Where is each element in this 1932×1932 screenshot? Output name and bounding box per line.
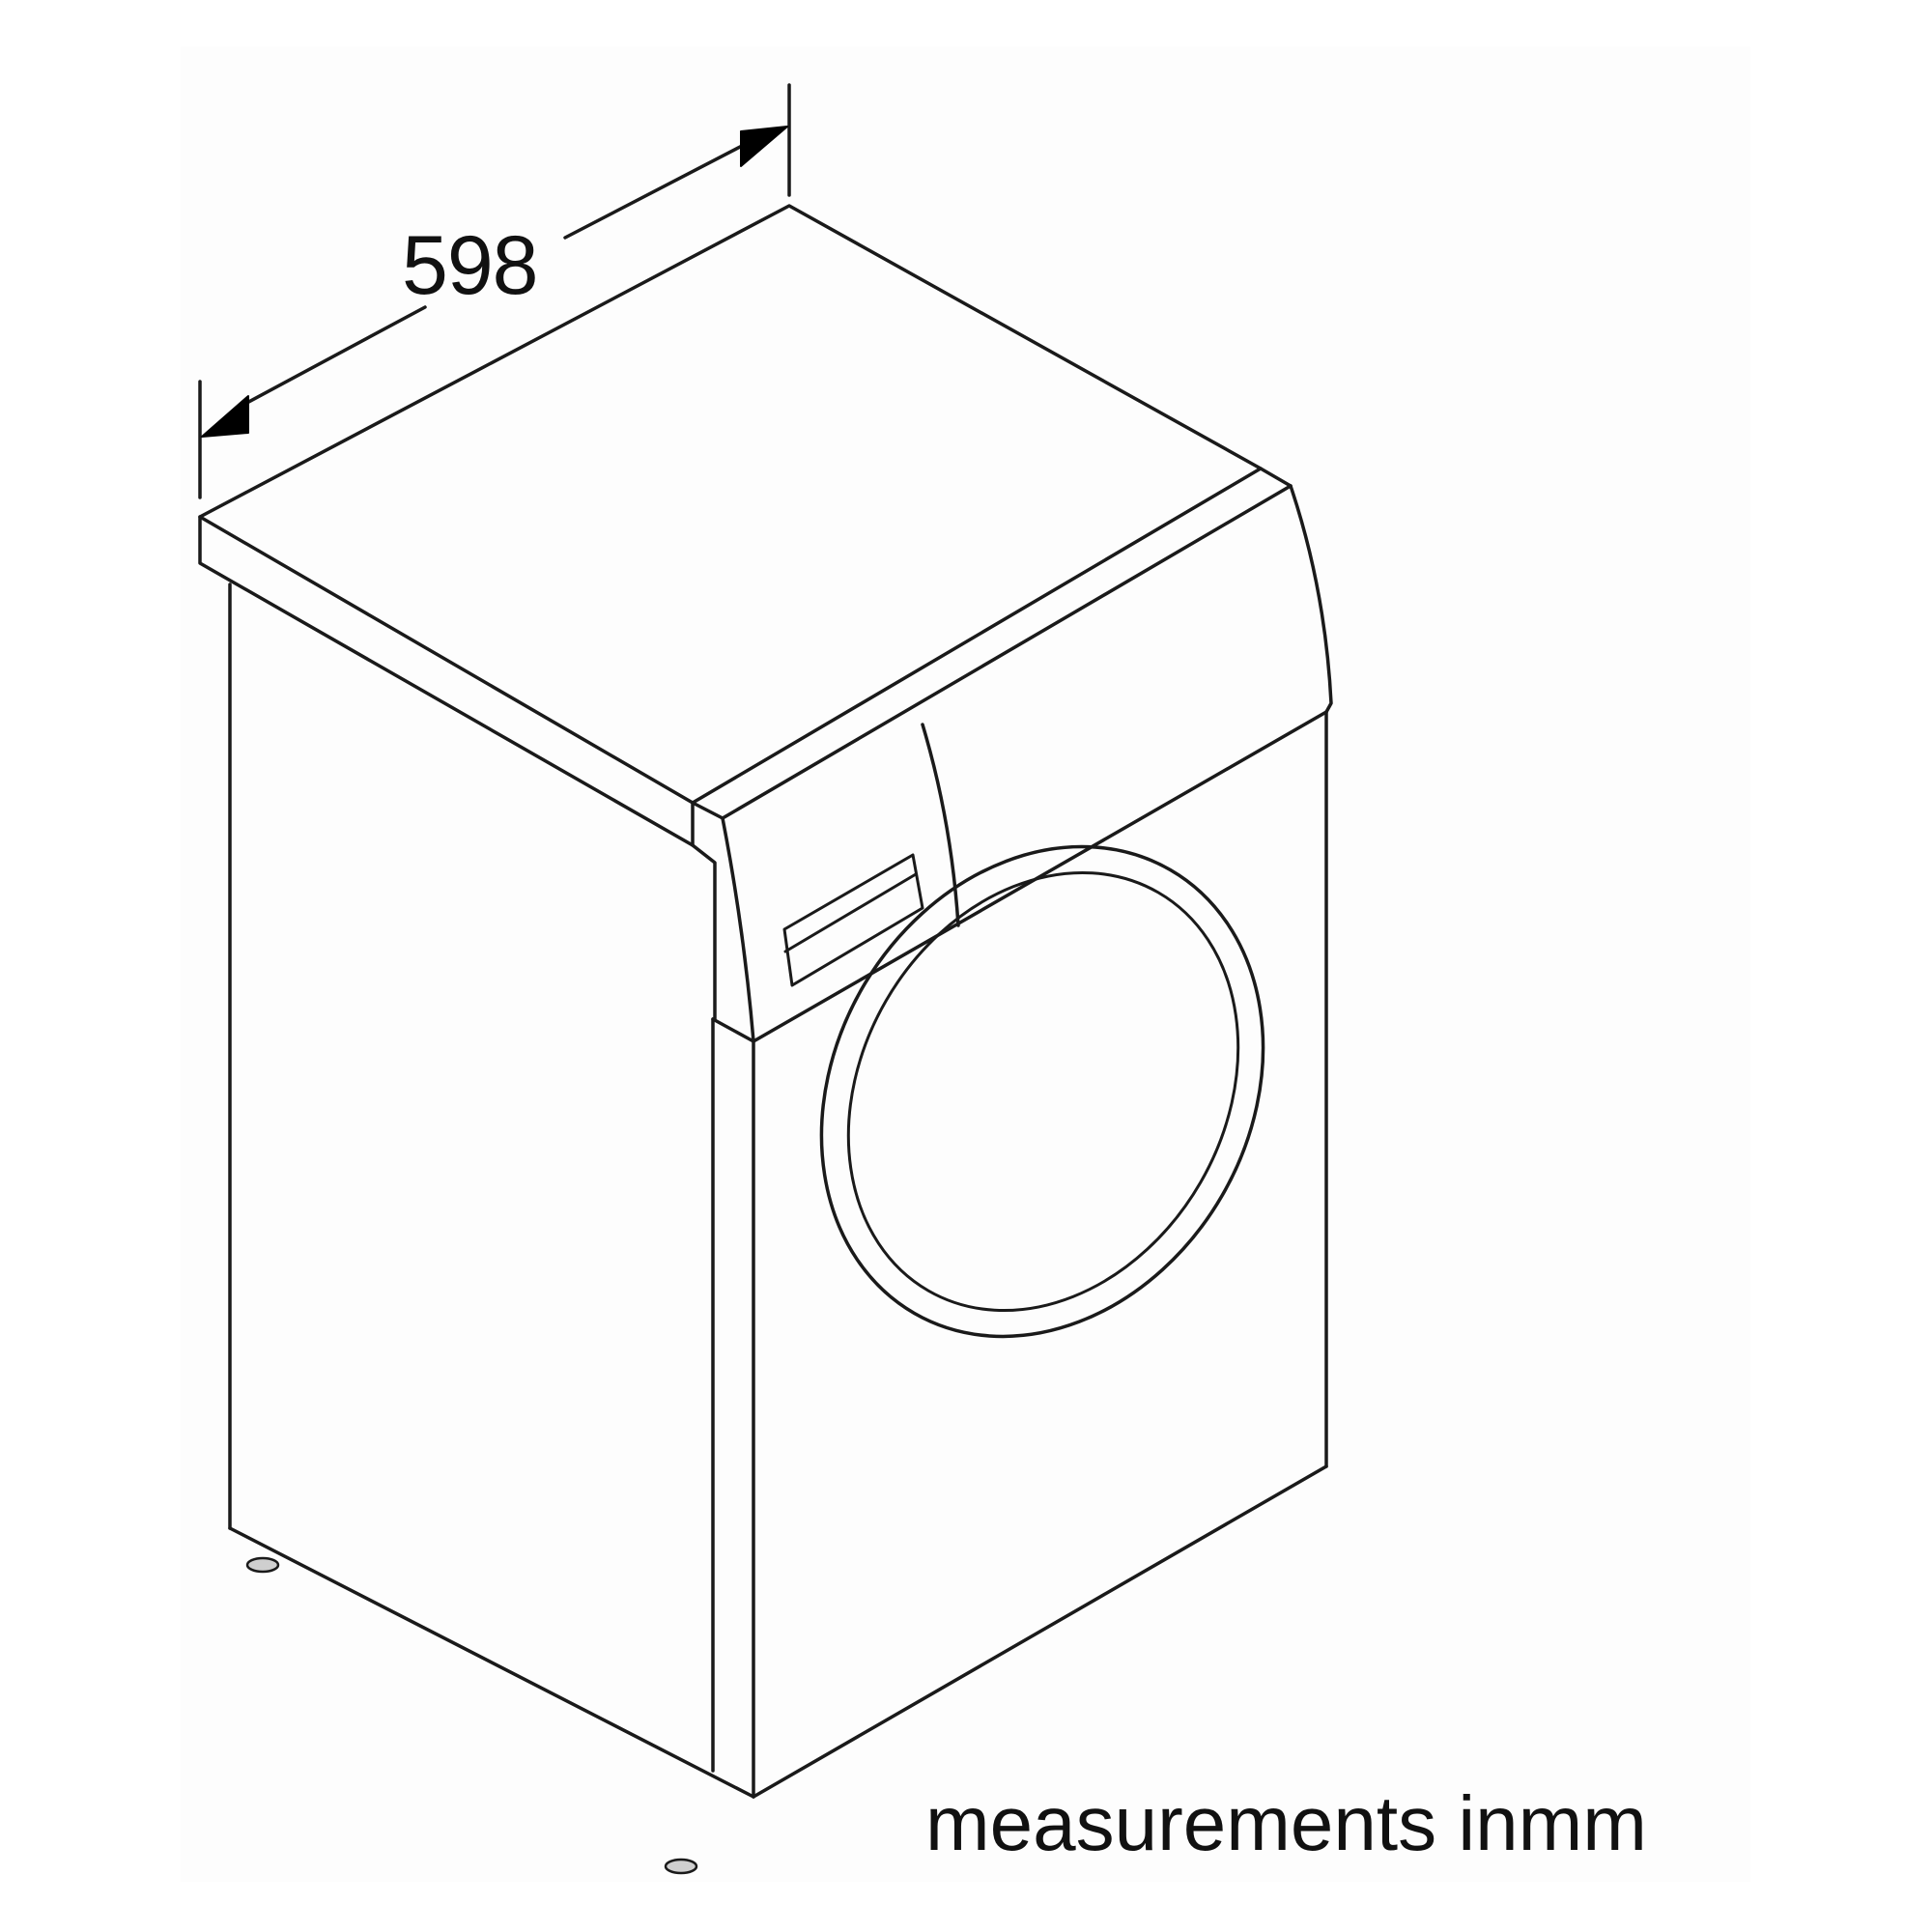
display-inner-line [783,872,918,953]
side-panel-bottom-corner [711,1017,755,1043]
side-panel-front-bevel [691,843,717,1021]
top-lid [198,204,1293,847]
detergent-drawer-divider [921,723,960,927]
foot-front-icon [664,1858,698,1875]
width-dimension-line [198,83,791,499]
dimension-line-right-segment [563,143,746,240]
door-outer-ring [819,844,1265,1339]
lid-left-edge [198,515,695,847]
width-dimension-label: 598 [402,219,538,312]
door [819,844,1265,1339]
lid-front-corner [691,801,724,820]
feet [245,1556,698,1875]
door-inner-ring [846,870,1240,1313]
lid-top-surface [198,204,1263,805]
side-panel [228,582,755,1799]
arrowhead-right-icon [740,126,788,167]
front-panel [752,710,1328,1799]
lid-right-corner [1259,467,1293,488]
dimension-line-left-segment [240,305,427,408]
foot-back-icon [245,1556,280,1574]
display-window [782,853,924,987]
front-bottom-edge [752,1464,1328,1799]
control-panel-left-edge [721,816,755,1043]
control-panel-top-edge [721,484,1293,820]
units-caption: measurements inmm [925,1780,1647,1866]
display-outline [782,853,924,987]
control-panel [721,484,1333,1043]
control-panel-right-edge [1289,484,1333,714]
diagram-background [181,46,1750,1882]
side-panel-bottom-edge [228,1526,755,1799]
arrowhead-left-icon [201,395,249,438]
